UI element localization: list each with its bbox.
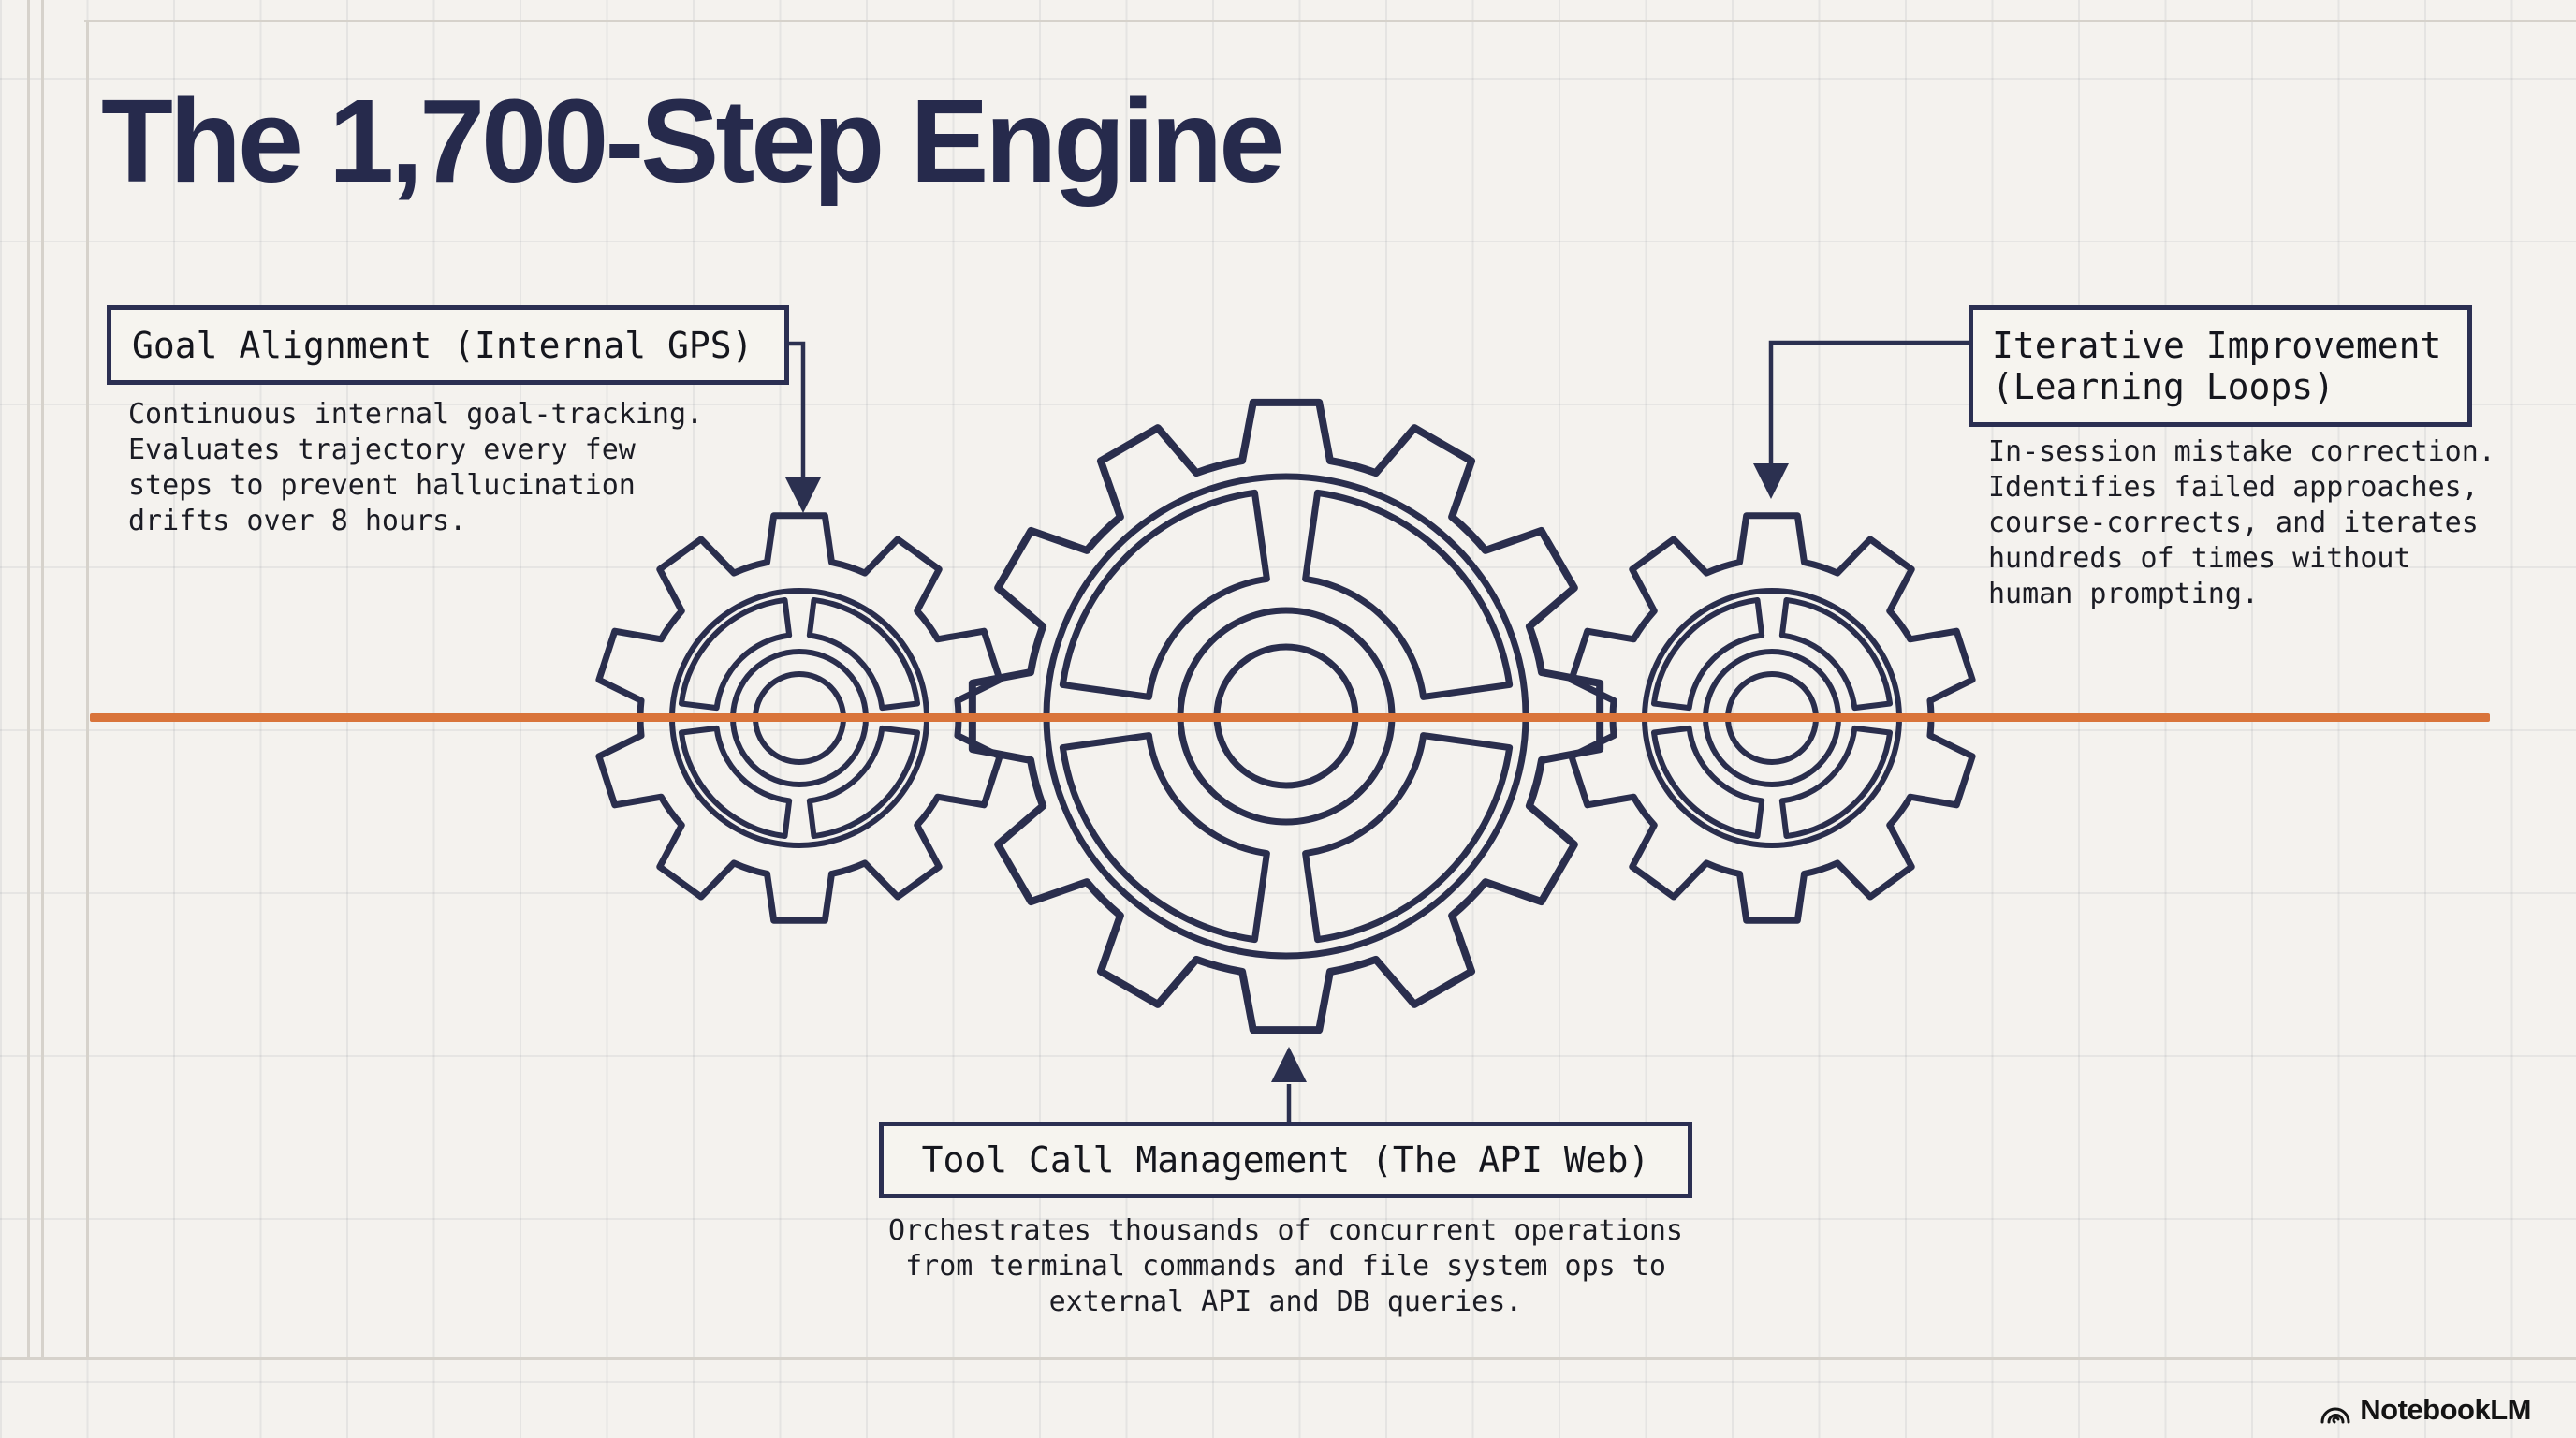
notebooklm-logo-icon — [2320, 1407, 2350, 1424]
page-title: The 1,700-Step Engine — [101, 75, 1284, 207]
watermark: NotebookLM — [2319, 1393, 2531, 1427]
goal-alignment-box: Goal Alignment (Internal GPS) — [107, 305, 789, 385]
goal-alignment-description: Continuous internal goal-tracking. Evalu… — [128, 398, 704, 537]
grid-margin-line-left-inner — [41, 0, 44, 1358]
iterative-improvement-title: Iterative Improvement (Learning Loops) — [1992, 325, 2442, 407]
goal-alignment-title: Goal Alignment (Internal GPS) — [132, 324, 754, 366]
iterative-improvement-box: Iterative Improvement (Learning Loops) — [1969, 305, 2472, 427]
grid-margin-line-left-outer — [27, 0, 30, 1358]
tool-call-management-title: Tool Call Management (The API Web) — [921, 1139, 1650, 1181]
grid-horizontal-lines — [0, 78, 2576, 1438]
grid-margin-line-left — [86, 20, 89, 1358]
watermark-label: NotebookLM — [2360, 1393, 2531, 1426]
grid-margin-line-bottom — [0, 1357, 2576, 1360]
grid-margin-line-top — [84, 20, 2576, 22]
iterative-improvement-description: In-session mistake correction. Identifie… — [1988, 435, 2496, 610]
tool-call-management-box: Tool Call Management (The API Web) — [879, 1122, 1692, 1198]
tool-call-management-description: Orchestrates thousands of concurrent ope… — [888, 1214, 1683, 1318]
axis-line — [90, 713, 2490, 722]
